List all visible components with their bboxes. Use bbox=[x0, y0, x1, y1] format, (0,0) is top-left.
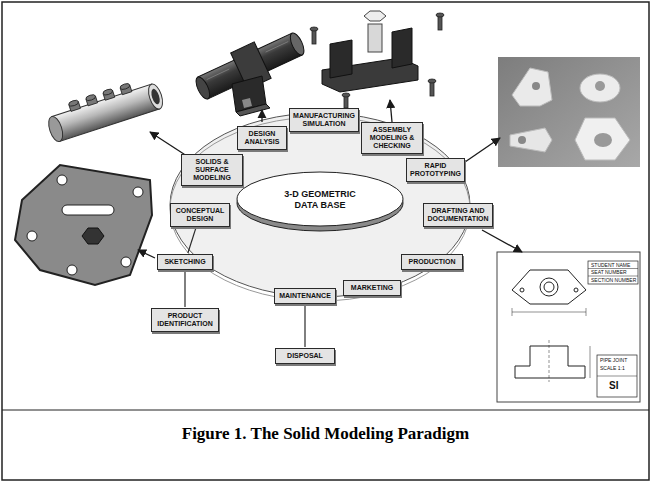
leader-arrows bbox=[138, 100, 522, 258]
tile-label: SKETCHING bbox=[164, 258, 205, 266]
tile-label: CONCEPTUAL DESIGN bbox=[174, 207, 226, 223]
tile-label: MARKETING bbox=[351, 284, 393, 292]
database-ellipse: 3-D GEOMETRIC DATA BASE bbox=[235, 168, 405, 232]
figure-caption: Figure 1. The Solid Modeling Paradigm bbox=[0, 424, 651, 444]
process-tile: DESIGN ANALYSIS bbox=[237, 126, 287, 150]
process-tile: SOLIDS & SURFACE MODELING bbox=[181, 154, 243, 186]
process-tile: SKETCHING bbox=[157, 254, 213, 270]
tube-part bbox=[43, 74, 165, 143]
drawing-sheet bbox=[497, 252, 640, 402]
drawing-text: SEAT NUMBER bbox=[591, 270, 627, 275]
drawing-text: STUDENT NAME bbox=[591, 263, 630, 268]
prototype-photo bbox=[498, 57, 640, 167]
shaft-part bbox=[190, 24, 310, 116]
tile-label: DISPOSAL bbox=[287, 352, 323, 360]
process-tile: CONCEPTUAL DESIGN bbox=[170, 203, 230, 227]
bracket-assembly bbox=[310, 11, 444, 108]
tile-label: DESIGN ANALYSIS bbox=[241, 130, 283, 146]
drawing-text: PIPE JOINT bbox=[600, 358, 627, 363]
connector-line bbox=[188, 228, 196, 253]
tile-label: PRODUCTION bbox=[408, 258, 455, 266]
tile-label: DRAFTING AND DOCUMENTATION bbox=[427, 207, 489, 223]
process-tile: MARKETING bbox=[343, 280, 401, 296]
process-tile: DISPOSAL bbox=[275, 348, 335, 364]
process-tile: PRODUCT IDENTIFICATION bbox=[151, 308, 219, 332]
process-tile: PRODUCTION bbox=[401, 254, 463, 270]
process-tile: DRAFTING AND DOCUMENTATION bbox=[423, 203, 493, 227]
tile-label: MAINTENANCE bbox=[279, 292, 331, 300]
tile-label: ASSEMBLY MODELING & CHECKING bbox=[365, 126, 419, 150]
process-tile: RAPID PROTOTYPING bbox=[406, 158, 465, 182]
drawing-text: SI bbox=[609, 381, 618, 391]
connector-line bbox=[304, 305, 305, 347]
database-label: 3-D GEOMETRIC DATA BASE bbox=[274, 189, 366, 211]
tile-label: RAPID PROTOTYPING bbox=[410, 162, 461, 178]
drawing-text: SECTION NUMBER bbox=[591, 278, 636, 283]
process-tile: MANUFACTURING SIMULATION bbox=[289, 108, 359, 132]
drawing-text: SCALE 1:1 bbox=[600, 366, 625, 371]
tile-label: SOLIDS & SURFACE MODELING bbox=[185, 158, 239, 182]
tile-label: MANUFACTURING SIMULATION bbox=[293, 112, 355, 128]
connector-line bbox=[184, 271, 185, 307]
process-tile: ASSEMBLY MODELING & CHECKING bbox=[361, 122, 423, 154]
tile-label: PRODUCT IDENTIFICATION bbox=[155, 312, 215, 328]
gasket-plate bbox=[15, 165, 152, 285]
process-tile: MAINTENANCE bbox=[274, 288, 336, 304]
